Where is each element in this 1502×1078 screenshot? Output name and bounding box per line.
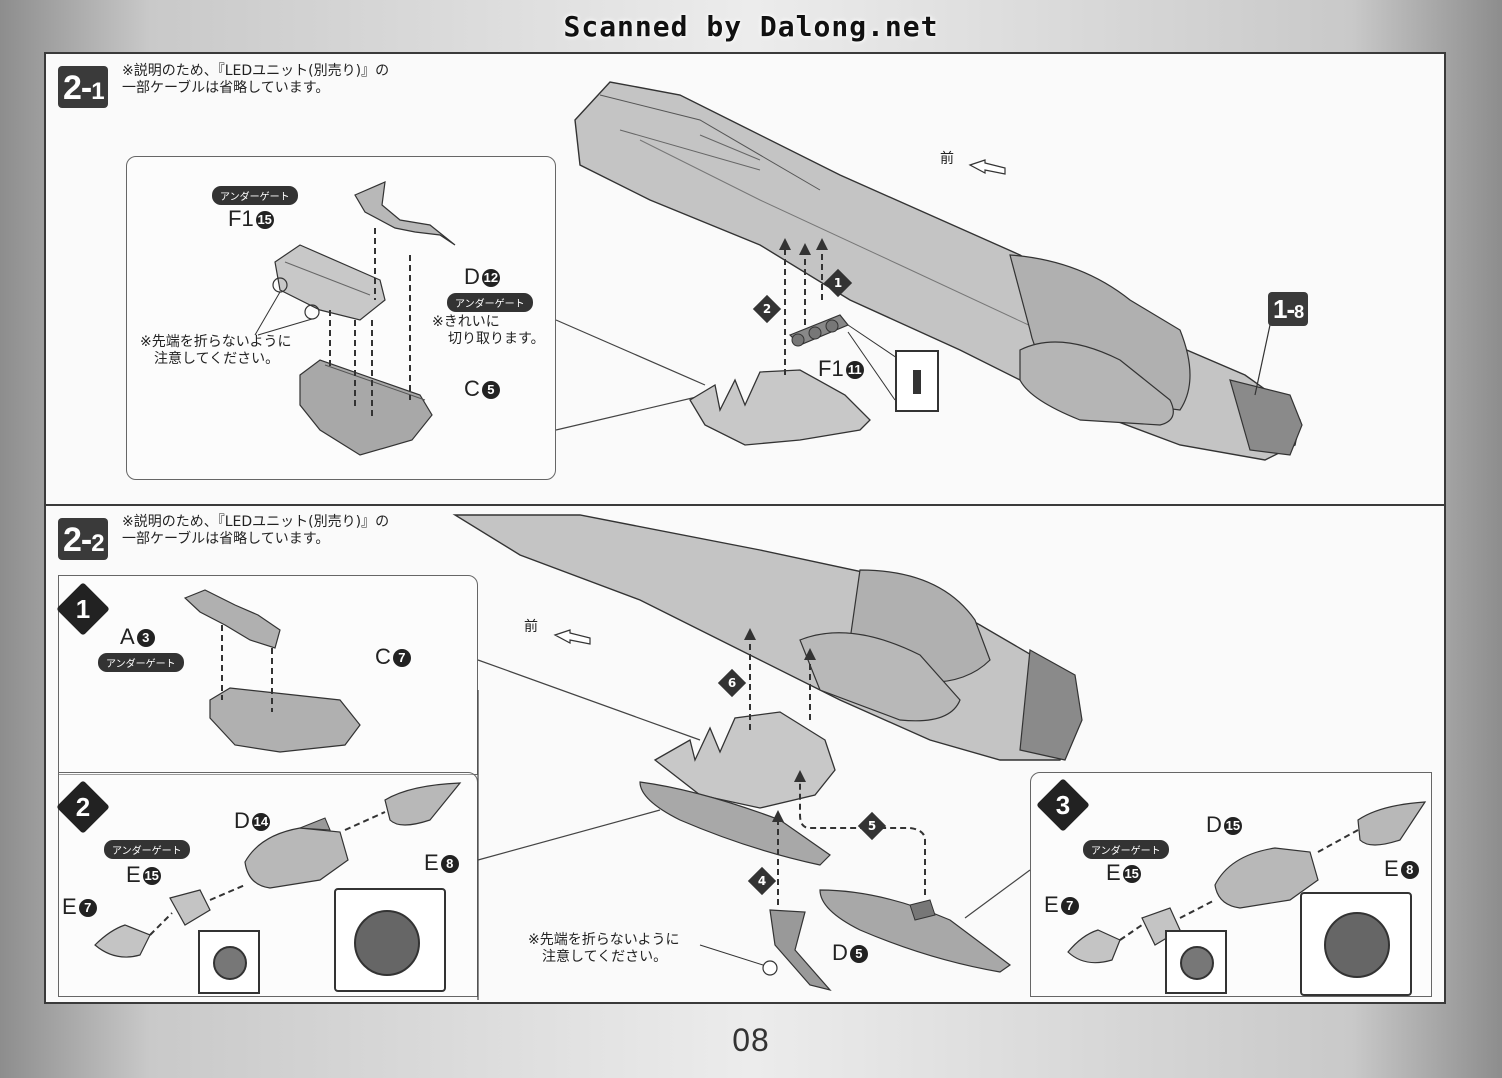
clean-cut-note: ※きれいに 切り取ります。: [432, 314, 545, 347]
part-f1-15-shape: [274, 244, 386, 321]
page-number: 08: [732, 1022, 770, 1058]
part-c5-shape: [299, 359, 433, 456]
e15-detail-callout: [1165, 930, 1227, 994]
part-d12-shape: [354, 181, 456, 246]
tip-caution-note: ※先端を折らないように 注意してください。: [528, 932, 680, 965]
intake-cowl-part: [689, 369, 871, 446]
scan-watermark: Scanned by Dalong.net: [563, 10, 939, 43]
under-gate-tag: アンダーゲート: [212, 186, 298, 205]
step-badge-2-1: 2-1: [58, 66, 108, 108]
section-divider: [44, 504, 1446, 506]
under-gate-tag: アンダーゲート: [104, 840, 190, 859]
front-direction-label: 前: [524, 619, 538, 635]
sub-step-2-marker: 2: [56, 780, 110, 834]
fuselage-top-model: [574, 81, 1303, 461]
under-gate-tag: アンダーゲート: [98, 653, 184, 672]
order-marker-5: 5: [857, 811, 887, 841]
d15-detail-callout: [1300, 892, 1412, 996]
step-2-2-note: ※説明のため、『LEDユニット(別売り)』の 一部ケーブルは省略しています。: [122, 514, 390, 547]
under-gate-tag: アンダーゲート: [447, 293, 533, 312]
e15-detail-callout: [198, 930, 260, 994]
under-gate-tag: アンダーゲート: [1083, 840, 1169, 859]
sub-step-1-marker: 1: [56, 582, 110, 636]
reference-badge-1-8: 1-8: [1268, 292, 1309, 326]
tip-caution-note: ※先端を折らないように 注意してください。: [140, 334, 292, 367]
front-direction-label: 前: [940, 151, 954, 167]
f1-11-detail-callout: [895, 350, 939, 412]
front-direction-arrow: [968, 159, 1006, 175]
order-marker-4: 4: [747, 866, 777, 896]
step-badge-2-2: 2-2: [58, 518, 108, 560]
d14-detail-callout: [334, 888, 446, 992]
sub-step-3-marker: 3: [1036, 778, 1090, 832]
order-marker-6: 6: [717, 668, 747, 698]
step-2-1-note: ※説明のため、『LEDユニット(別売り)』の 一部ケーブルは省略しています。: [122, 63, 390, 96]
